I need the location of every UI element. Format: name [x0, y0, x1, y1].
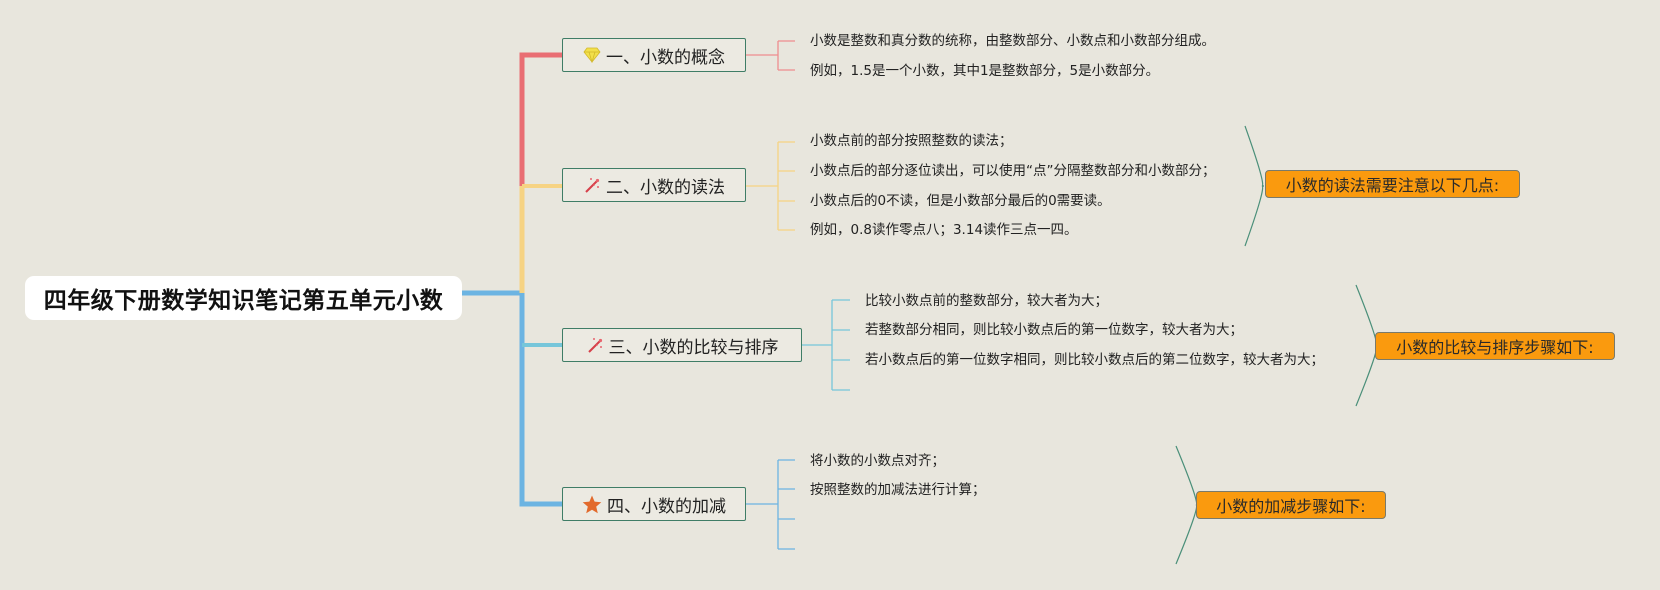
- central-topic[interactable]: 四年级下册数学知识笔记第五单元小数: [25, 276, 462, 320]
- reading-item-2: 小数点后的部分逐位读出，可以使用“点”分隔整数部分和小数部分；: [810, 163, 1216, 179]
- topic-addition-subtraction-label: 四、小数的加减: [607, 496, 726, 517]
- sparkle-icon: [583, 176, 601, 194]
- summary-bracket-3: [1175, 445, 1198, 565]
- reading-item-4: 例如，0.8读作零点八；3.14读作三点一四。: [810, 222, 1078, 238]
- star-icon: [582, 495, 602, 514]
- topic-concept-label: 一、小数的概念: [606, 47, 725, 68]
- summary-addition-subtraction[interactable]: 小数的加减步骤如下:: [1196, 491, 1386, 519]
- reading-item-3: 小数点后的0不读，但是小数部分最后的0需要读。: [810, 193, 1111, 209]
- concept-item-1: 小数是整数和真分数的统称，由整数部分、小数点和小数部分组成。: [810, 33, 1215, 49]
- comparison-item-3: 若小数点后的第一位数字相同，则比较小数点后的第二位数字，较大者为大；: [865, 352, 1324, 368]
- topic-addition-subtraction[interactable]: 四、小数的加减: [562, 487, 746, 521]
- spine-segment-0: [519, 52, 562, 186]
- concept-item-2: 例如，1.5是一个小数，其中1是整数部分，5是小数部分。: [810, 63, 1160, 79]
- topic-reading-label: 二、小数的读法: [606, 177, 725, 198]
- topic-concept[interactable]: 一、小数的概念: [562, 38, 746, 72]
- topic-0-leaf-lines: [746, 40, 795, 71]
- reading-item-1: 小数点前的部分按照整数的读法；: [810, 133, 1013, 149]
- comparison-item-1: 比较小数点前的整数部分，较大者为大；: [865, 293, 1108, 309]
- addsub-item-1: 将小数的小数点对齐；: [810, 453, 945, 469]
- topic-comparison-label: 三、小数的比较与排序: [608, 337, 779, 358]
- addsub-item-2: 按照整数的加减法进行计算；: [810, 482, 986, 498]
- summary-reading[interactable]: 小数的读法需要注意以下几点:: [1265, 170, 1520, 198]
- topic-1-leaf-lines: [746, 141, 795, 231]
- summary-bracket-1: [1244, 125, 1264, 247]
- sparkle-icon: [586, 336, 604, 354]
- topic-comparison[interactable]: 三、小数的比较与排序: [562, 328, 802, 362]
- topic-2-leaf-lines: [802, 299, 850, 391]
- comparison-item-2: 若整数部分相同，则比较小数点后的第一位数字，较大者为大；: [865, 322, 1243, 338]
- topic-3-leaf-lines: [746, 459, 795, 550]
- topic-reading[interactable]: 二、小数的读法: [562, 168, 746, 202]
- summary-comparison[interactable]: 小数的比较与排序步骤如下:: [1375, 332, 1615, 360]
- gem-icon: [583, 47, 601, 63]
- summary-bracket-2: [1355, 284, 1378, 407]
- spine-segment-3: [519, 293, 562, 507]
